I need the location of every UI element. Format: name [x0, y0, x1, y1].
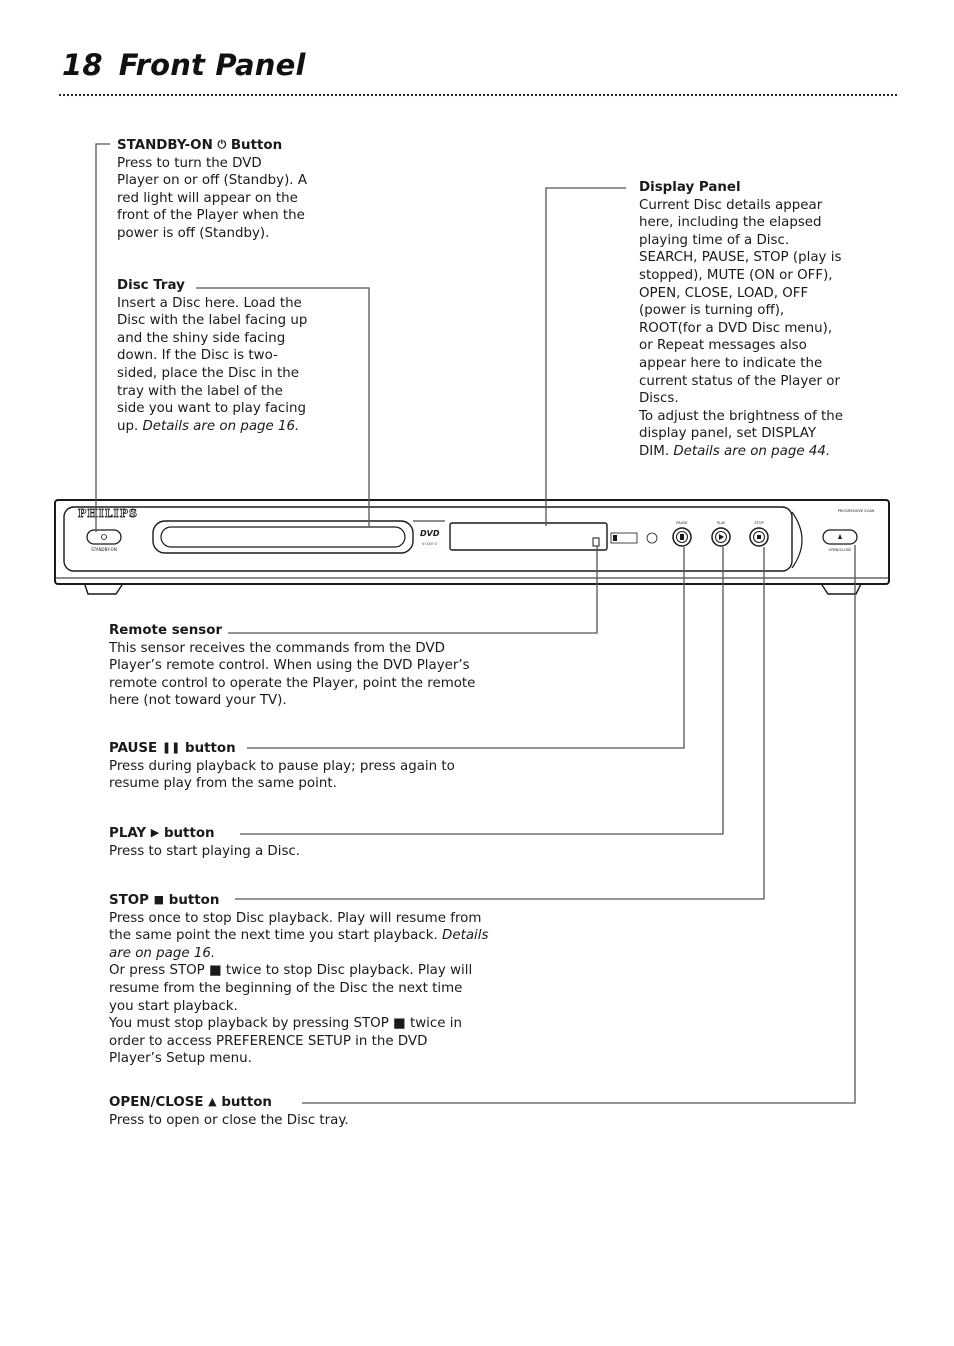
dvd-logo: DVD [420, 529, 440, 538]
compact-disc-logo-icon [646, 532, 658, 544]
eject-icon: ▲ [208, 1095, 217, 1108]
stop-button-icon [757, 535, 761, 539]
progressive-scan-label: PROGRESSIVE SCAN [838, 509, 875, 513]
callout-standby: STANDBY-ON ⏻ Button Press to turn the DV… [117, 136, 317, 243]
callout-play: PLAY ▶ button Press to start playing a D… [109, 824, 489, 860]
disc-tray-inner [160, 526, 406, 548]
leader-play [240, 547, 724, 835]
callout-open-close-desc: Press to open or close the Disc tray. [109, 1112, 349, 1128]
bezel-curve [791, 511, 803, 569]
page-title: Front Panel [118, 48, 306, 82]
dvd-logo-sub: VIDEO [422, 542, 438, 546]
disc-tray[interactable] [152, 520, 414, 554]
power-icon: ⏻ [217, 138, 227, 151]
open-close-button-label: OPEN/CLOSE [829, 548, 853, 552]
leader-disc-tray [196, 287, 370, 527]
callout-remote-sensor-title: Remote sensor [109, 623, 223, 638]
leader-display-panel [545, 187, 626, 526]
callout-disc-tray: Disc Tray Insert a Disc here. Load the D… [117, 277, 317, 435]
standby-button[interactable] [86, 529, 122, 545]
stop-button-label: STOP [754, 521, 763, 525]
callout-display-panel-note: Details are on page 44. [673, 443, 831, 459]
callout-disc-tray-note: Details are on page 16. [142, 418, 300, 434]
callout-pause-title: PAUSE ❚❚ button [109, 741, 236, 756]
callout-stop-title: STOP ■ button [109, 893, 220, 908]
leader-open-close [302, 545, 856, 1104]
callout-standby-title: STANDBY-ON ⏻ Button [117, 138, 283, 153]
leader-remote-sensor [228, 546, 598, 634]
stop-icon: ■ [153, 893, 165, 906]
callout-remote-sensor: Remote sensor This sensor receives the c… [109, 622, 489, 710]
standby-button-label: STANDBY-ON [91, 547, 117, 552]
callout-pause: PAUSE ❚❚ button Press during playback to… [109, 739, 489, 793]
pause-icon: ❚❚ [161, 741, 181, 754]
callout-stop-desc: Press once to stop Disc playback. Play w… [109, 910, 489, 1067]
callout-play-title: PLAY ▶ button [109, 826, 215, 841]
brand-logo: PHILIPS [78, 507, 138, 520]
dotted-divider [58, 93, 898, 97]
callout-pause-desc: Press during playback to pause play; pre… [109, 758, 455, 792]
callout-stop-note: Details are on page 16. [109, 928, 489, 961]
play-button-icon [719, 534, 724, 540]
pause-button-label: PAUSE [676, 521, 687, 525]
callout-standby-desc: Press to turn the DVD Player on or off (… [117, 155, 307, 241]
callout-disc-tray-desc: Insert a Disc here. Load the Disc with t… [117, 295, 308, 434]
leader-stop [235, 547, 765, 900]
pause-button-icon [680, 534, 684, 540]
leader-pause [247, 547, 685, 749]
leader-standby [95, 143, 110, 532]
callout-display-panel-title: Display Panel [639, 180, 741, 195]
callout-display-panel-desc: Current Disc details appear here, includ… [639, 197, 844, 459]
play-button-label: PLAY [717, 521, 726, 525]
callout-play-desc: Press to start playing a Disc. [109, 843, 301, 859]
page-header: 18 Front Panel [62, 48, 306, 82]
callout-display-panel: Display Panel Current Disc details appea… [639, 179, 859, 461]
callout-remote-sensor-desc: This sensor receives the commands from t… [109, 640, 476, 709]
page-number: 18 [62, 48, 103, 82]
play-icon: ▶ [150, 826, 160, 839]
callout-disc-tray-title: Disc Tray [117, 278, 185, 293]
display-panel [449, 522, 608, 551]
callout-stop: STOP ■ button Press once to stop Disc pl… [109, 891, 489, 1068]
front-bezel [63, 506, 793, 572]
dolby-logo-icon [610, 532, 638, 544]
callout-open-close: OPEN/CLOSE ▲ button Press to open or clo… [109, 1093, 489, 1129]
standby-led [101, 534, 107, 540]
leader-lines [95, 143, 856, 1104]
remote-sensor [592, 537, 600, 547]
callout-open-close-title: OPEN/CLOSE ▲ button [109, 1095, 272, 1110]
eject-button-icon [838, 534, 842, 539]
